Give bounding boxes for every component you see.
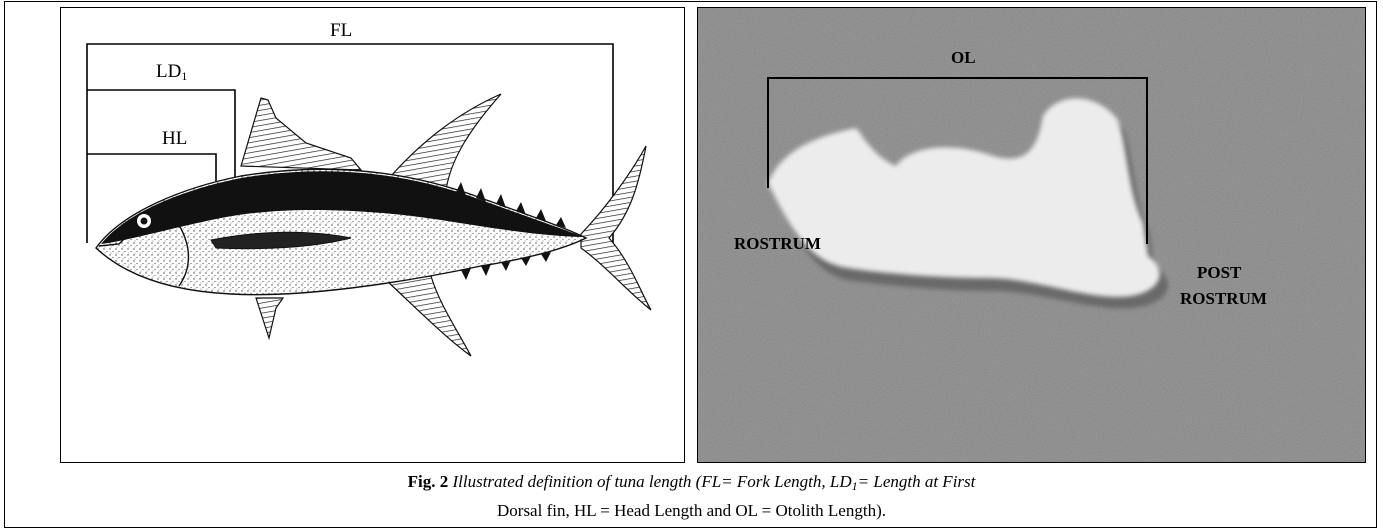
ld1-bracket [87, 90, 235, 178]
tuna-drawing [61, 8, 683, 461]
caudal-fin [581, 146, 651, 310]
hl-label: HL [162, 129, 187, 148]
ol-label: OL [951, 49, 976, 66]
figure-number: Fig. 2 [408, 472, 449, 491]
first-dorsal-fin [241, 98, 361, 170]
figure-caption-line1: Fig. 2 Illustrated definition of tuna le… [0, 473, 1383, 492]
anal-fin [386, 276, 471, 356]
ld1-label-sub: 1 [181, 69, 187, 83]
caption-text-1b: = Length at First [858, 472, 976, 491]
ld1-label-main: LD [156, 61, 181, 82]
ld1-label: LD1 [156, 62, 187, 82]
figure-caption-line2: Dorsal fin, HL = Head Length and OL = Ot… [0, 502, 1383, 519]
rostrum-label: ROSTRUM [734, 235, 821, 252]
second-dorsal-fin [391, 94, 501, 190]
fl-label: FL [330, 21, 352, 40]
caption-text-1a: Illustrated definition of tuna length (F… [448, 472, 851, 491]
post-rostrum-label-line1: POST [1197, 264, 1241, 281]
post-rostrum-label-line2: ROSTRUM [1180, 290, 1267, 307]
pelvic-fin [256, 298, 283, 338]
tuna-illustration-panel: FL LD1 HL [60, 7, 685, 463]
otolith-photo-panel: OL ROSTRUM POST ROSTRUM [697, 7, 1366, 463]
